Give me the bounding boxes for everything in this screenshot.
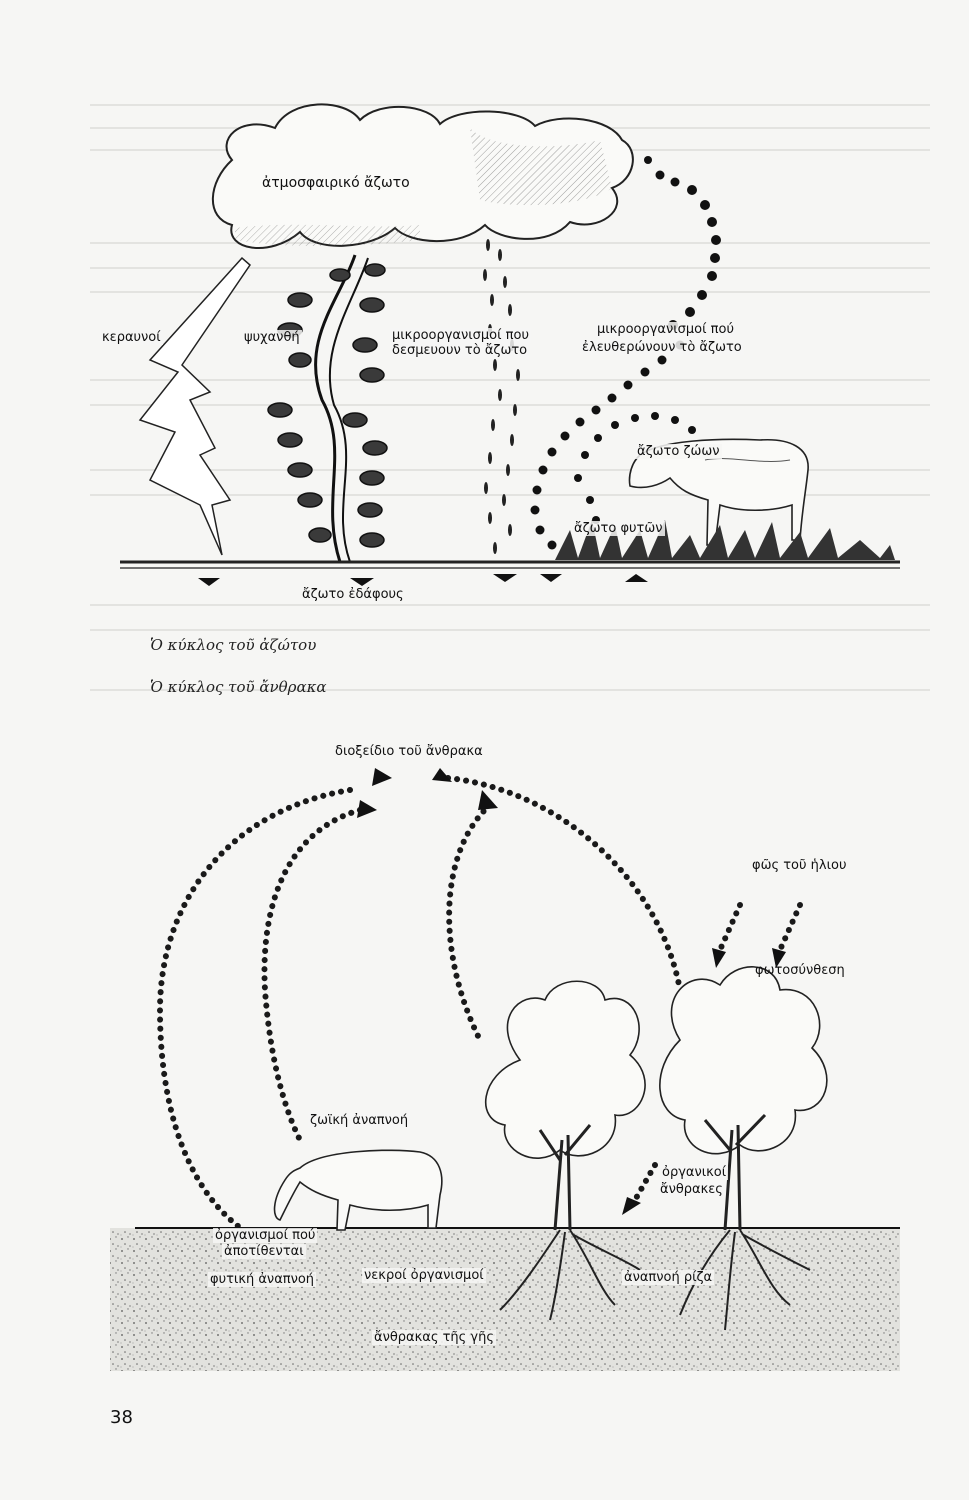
fixing-microbes-stream (483, 239, 520, 554)
ground-line-top (120, 560, 900, 569)
label-animal-nitrogen: ἄζωτο ζώων (635, 444, 722, 459)
cow-carbon (273, 1149, 443, 1231)
label-fixing-microbes-line1: μικροοργανισμοί που (390, 328, 531, 343)
label-legume: ψυχανθή (242, 330, 302, 345)
label-organic-carbon-line1: ὀργανικοί (660, 1165, 729, 1180)
tree-left (484, 980, 646, 1321)
label-plant-nitrogen: ἄζωτο φυτῶν (572, 521, 665, 536)
legume-plant (267, 254, 388, 563)
cloud (211, 103, 634, 249)
label-earth-carbon: ἄνθρακας τῆς γῆς (372, 1330, 496, 1345)
lightning-bolt (138, 256, 251, 556)
label-releasing-microbes-line2: ἐλευθερώνουν τὸ ἄζωτο (580, 340, 744, 355)
page-number: 38 (110, 1407, 133, 1428)
label-releasing-microbes-line1: μικροοργανισμοί πού (595, 322, 736, 337)
label-deposited-organisms-line2: ἀποτίθενται (222, 1244, 306, 1259)
label-animal-respiration: ζωϊκή ἀναπνοή (308, 1113, 411, 1128)
label-carbon-dioxide: διοξείδιο τοῦ ἄνθρακα (335, 744, 483, 759)
releasing-microbes-dots (530, 156, 721, 550)
caption-nitrogen-cycle: Ὁ κύκλος τοῦ ἀζώτου (150, 636, 317, 654)
label-fixing-microbes-line2: δεσμευουν τὸ ἄζωτο (390, 343, 530, 358)
label-atmospheric-nitrogen: ἀτμοσφαιρικό ἄζωτο (262, 175, 410, 191)
label-photosynthesis: φωτοσύνθεση (755, 963, 845, 978)
soil-arrows (198, 574, 648, 586)
label-organic-carbon-line2: ἄνθρακες (658, 1182, 725, 1197)
label-plant-respiration: φυτική ἀναπνοή (208, 1272, 317, 1287)
label-root-respiration: ἀναπνοή ρίζα (622, 1270, 715, 1285)
label-dead-organisms: νεκροί ὀργανισμοί (362, 1268, 486, 1283)
label-soil-nitrogen: ἄζωτο ἐδάφους (302, 587, 404, 602)
label-lightning: κεραυνοί (100, 330, 163, 345)
label-sunlight: φῶς τοῦ ἡλιου (752, 858, 847, 873)
caption-carbon-cycle: Ὁ κύκλος τοῦ ἄνθρακα (150, 678, 327, 696)
label-deposited-organisms-line1: ὀργανισμοί πού (213, 1228, 318, 1243)
